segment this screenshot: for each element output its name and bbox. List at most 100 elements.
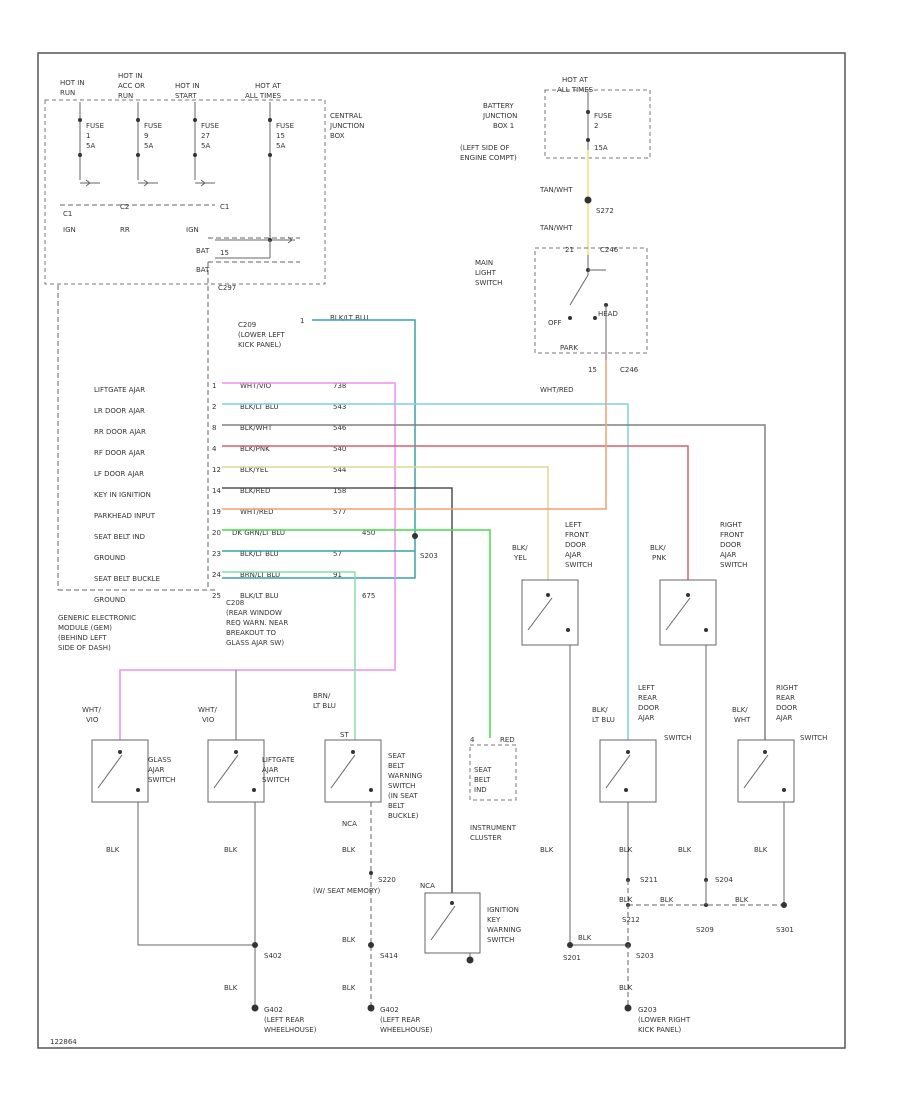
wire-rf-door <box>222 445 689 580</box>
gem-code-7: 450 <box>362 529 375 537</box>
gem-code-8: 57 <box>333 550 342 558</box>
gem-pin-6: 19 <box>212 508 221 516</box>
fuse-2-num: 9 <box>144 132 148 140</box>
glass-wire-2: VIO <box>86 716 99 724</box>
lf-door-ajar-switch: BLK/ YEL LEFT FRONT DOOR AJAR SWITCH <box>512 521 592 945</box>
gnd-g402b-3: WHEELHOUSE) <box>380 1026 433 1034</box>
gem-code-0: 738 <box>333 382 346 390</box>
glass-label-3: SWITCH <box>148 776 175 784</box>
wire-lr-door <box>222 403 629 740</box>
gnd-g203-1: G203 <box>638 1006 657 1014</box>
wire-lf-door <box>222 466 549 580</box>
main-light-switch: MAIN LIGHT SWITCH 21 C246 OFF HEAD PARK … <box>475 246 648 394</box>
gnd-s209: S209 <box>696 926 714 934</box>
gnd-g402-3: WHEELHOUSE) <box>264 1026 317 1034</box>
lr-label-5: SWITCH <box>664 734 691 742</box>
lf-label-5: SWITCH <box>565 561 592 569</box>
ic-label-2: CLUSTER <box>470 834 502 842</box>
cjb-hot-1a: HOT IN <box>60 79 85 87</box>
seatbelt-label-7: BUCKLE) <box>388 812 419 820</box>
gem-conn-top-1: C209 <box>238 321 256 329</box>
gem-wire-3: BLK/PNK <box>240 445 270 453</box>
cjb-hot-2a: HOT IN <box>118 72 143 80</box>
gnd-s201: S201 <box>563 954 581 962</box>
gem-label-4: SIDE OF DASH) <box>58 644 111 652</box>
liftgate-wire-1: WHT/ <box>198 706 217 714</box>
bjb-fuse-label: FUSE <box>594 112 612 120</box>
gnd-blk-11: BLK <box>619 896 633 904</box>
battery-junction-box: HOT AT ALL TIMES BATTERY JUNCTION BOX 1 … <box>460 76 651 255</box>
rf-wire-2: PNK <box>652 554 666 562</box>
mls-park: PARK <box>560 344 578 352</box>
mls-pin-top: 21 <box>565 246 574 254</box>
ground-circuits: BLK BLK BLK BLK BLK BLK BLK S220 (W/ SEA… <box>106 846 794 1034</box>
gnd-s204: S204 <box>715 876 733 884</box>
gem-pin-0: 1 <box>212 382 216 390</box>
gem-label-2: MODULE (GEM) <box>58 624 112 632</box>
lr-label-1: LEFT <box>638 684 655 692</box>
gnd-blk-6: BLK <box>678 846 692 854</box>
gem-pin-10: 25 <box>212 592 221 600</box>
bjb-label-1: BATTERY <box>483 102 514 110</box>
gnd-s220-note: (W/ SEAT MEMORY) <box>313 887 381 895</box>
gem-conn-top-2: (LOWER LEFT <box>238 331 286 339</box>
lf-label-3: DOOR <box>565 541 586 549</box>
lf-label-2: FRONT <box>565 531 590 539</box>
rr-wire-2: WHT <box>734 716 751 724</box>
gnd-s203: S203 <box>636 952 654 960</box>
cjb-hot-3b: START <box>175 92 197 100</box>
bjb-wire-1: TAN/WHT <box>539 186 573 194</box>
bjb-hot-2: ALL TIMES <box>557 86 594 94</box>
gem-wire-5: BLK/RED <box>240 487 270 495</box>
gem-in-7: SEAT BELT IND <box>94 533 145 541</box>
gem-in-10: GROUND <box>94 596 126 604</box>
wire-liftgate-ajar <box>119 382 396 740</box>
gnd-blk-10: BLK <box>342 984 356 992</box>
cjb-conn-bot: C297 <box>218 284 236 292</box>
rr-wire-1: BLK/ <box>732 706 748 714</box>
gem-code-3: 540 <box>333 445 346 453</box>
fuse-4-label: FUSE <box>276 122 294 130</box>
wire-parkhead <box>222 360 607 510</box>
seatbelt-label-2: BELT <box>388 762 405 770</box>
gem-wire-6: WHT/RED <box>240 508 274 516</box>
gem-conn-bot-3: REQ WARN. NEAR <box>226 619 288 627</box>
gem-top-pin: 1 <box>300 317 304 325</box>
gem-conn-bot-5: GLASS AJAR SW) <box>226 639 284 647</box>
wire-key-in-ign <box>222 487 453 893</box>
bjb-fuse-num: 2 <box>594 122 598 130</box>
cjb-hot-2b: ACC OR <box>118 82 145 90</box>
seatbelt-label-1: SEAT <box>388 752 406 760</box>
liftgate-wire-2: VIO <box>202 716 215 724</box>
gem-in-3: RF DOOR AJAR <box>94 449 145 457</box>
rr-label-1: RIGHT <box>776 684 799 692</box>
mls-head: HEAD <box>598 310 618 318</box>
fuse-3-amp: 5A <box>201 142 210 150</box>
fuse-2-amp: 5A <box>144 142 153 150</box>
gnd-s212: S212 <box>622 916 640 924</box>
gem-splice-s: S203 <box>420 552 438 560</box>
glass-label-1: GLASS <box>148 756 172 764</box>
cjb-row-ign-1: IGN <box>63 226 76 234</box>
gem-pin-8: 23 <box>212 550 221 558</box>
glass-label-2: AJAR <box>148 766 165 774</box>
gem-in-6: PARKHEAD INPUT <box>94 512 156 520</box>
rr-label-2: REAR <box>776 694 795 702</box>
gem-wire-7: DK GRN/LT BLU <box>232 529 285 537</box>
gnd-s211: S211 <box>640 876 658 884</box>
gem-in-9: SEAT BELT BUCKLE <box>94 575 160 583</box>
ikw-label-1: IGNITION <box>487 906 519 914</box>
bjb-label-3: BOX 1 <box>493 122 514 130</box>
ic-pin: 4 <box>470 736 475 744</box>
liftgate-ajar-switch: WHT/ VIO LIFTGATE AJAR SWITCH <box>198 670 295 1010</box>
gnd-g203-3: KICK PANEL) <box>638 1026 681 1034</box>
instrument-cluster: 4 RED SEAT BELT IND INSTRUMENT CLUSTER <box>469 736 517 842</box>
ikw-label-2: KEY <box>487 916 501 924</box>
gnd-g402-1: G402 <box>264 1006 283 1014</box>
wire-gem-top <box>222 319 416 579</box>
bjb-hot-1: HOT AT <box>562 76 589 84</box>
liftgate-label-2: AJAR <box>262 766 279 774</box>
gem-conn-bot-4: BREAKOUT TO <box>226 629 276 637</box>
gem-code-6: 577 <box>333 508 346 516</box>
gnd-blk-7: BLK <box>754 846 768 854</box>
